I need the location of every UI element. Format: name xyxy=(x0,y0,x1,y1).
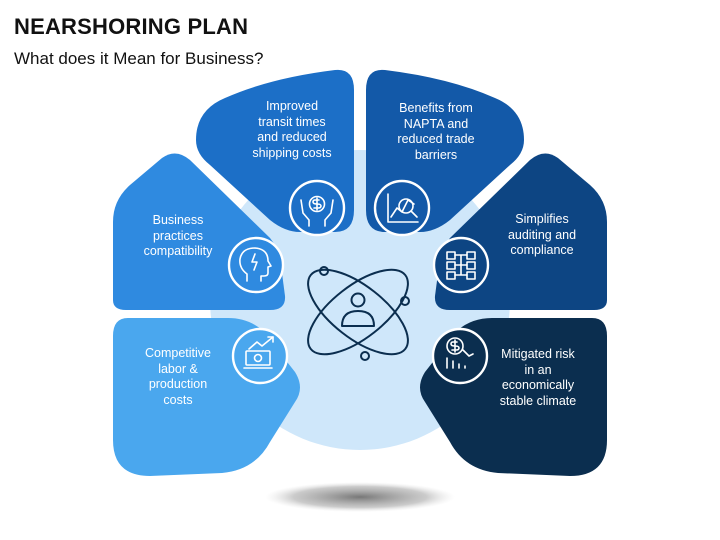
segment-labor xyxy=(113,318,300,476)
segment-practices xyxy=(113,153,286,310)
hands-money-icon xyxy=(288,179,346,237)
segment-label-auditing: Simplifies auditing and compliance xyxy=(507,212,577,257)
segment-label-risk: Mitigated risk in an economically stable… xyxy=(499,347,577,408)
base-shadow xyxy=(265,482,455,512)
segment-risk xyxy=(420,318,607,476)
segment-auditing xyxy=(432,153,607,310)
segment-transit xyxy=(196,69,354,237)
segment-napta xyxy=(366,69,524,237)
chart-analysis-icon xyxy=(373,179,431,237)
atom-person-icon xyxy=(307,266,410,361)
money-growth-icon xyxy=(231,327,289,385)
idea-head-icon xyxy=(227,236,285,294)
segment-label-labor: Competitive labor & production costs xyxy=(145,346,211,407)
page-title: NEARSHORING PLAN xyxy=(14,14,249,39)
risk-decline-icon xyxy=(431,327,489,385)
segment-label-transit: Improved transit times and reduced shipp… xyxy=(252,99,332,160)
segment-label-practices: Business practices compatibility xyxy=(143,213,213,258)
segment-label-napta: Benefits from NAPTA and reduced trade ba… xyxy=(397,101,475,162)
page-subtitle: What does it Mean for Business? xyxy=(14,49,264,68)
flowchart-icon xyxy=(432,236,490,294)
